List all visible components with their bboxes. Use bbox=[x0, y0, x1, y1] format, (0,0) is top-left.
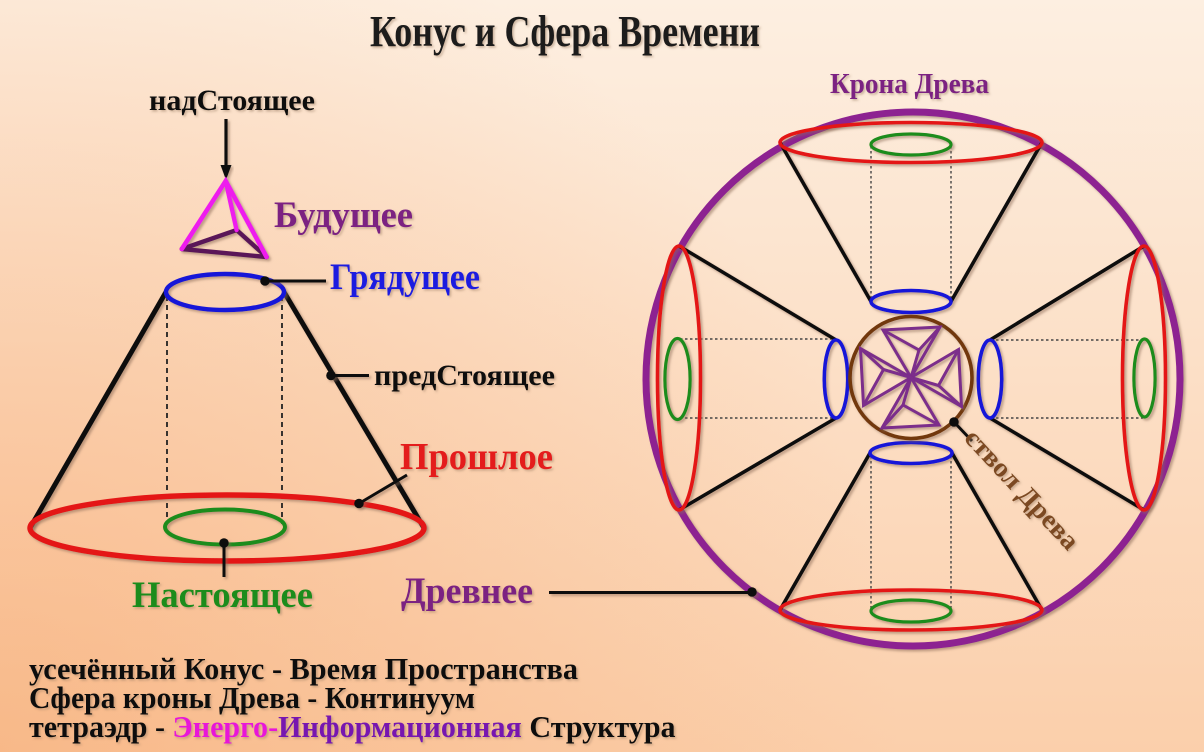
svg-text:Древнее: Древнее bbox=[401, 571, 533, 612]
svg-text:надСтоящее: надСтоящее bbox=[149, 84, 315, 117]
svg-text:усечённый Конус - Время Простр: усечённый Конус - Время Пространства bbox=[29, 651, 578, 686]
svg-text:Сфера кроны Древа - Континуум: Сфера кроны Древа - Континуум bbox=[29, 680, 475, 715]
svg-text:Информационная: Информационная bbox=[278, 709, 522, 744]
svg-text:Крона Древа: Крона Древа bbox=[830, 68, 989, 100]
svg-text:Настоящее: Настоящее bbox=[132, 575, 313, 616]
svg-text:Грядущее: Грядущее bbox=[330, 257, 480, 298]
svg-text:тетраэдр -: тетраэдр - bbox=[29, 709, 165, 744]
svg-text:Энерго-: Энерго- bbox=[172, 709, 278, 744]
svg-text:Конус и Сфера Времени: Конус и Сфера Времени bbox=[370, 7, 760, 56]
svg-text:Будущее: Будущее bbox=[274, 195, 413, 236]
svg-text:предСтоящее: предСтоящее bbox=[374, 359, 555, 392]
svg-text:Структура: Структура bbox=[529, 709, 676, 744]
svg-text:Прошлое: Прошлое bbox=[400, 436, 553, 478]
